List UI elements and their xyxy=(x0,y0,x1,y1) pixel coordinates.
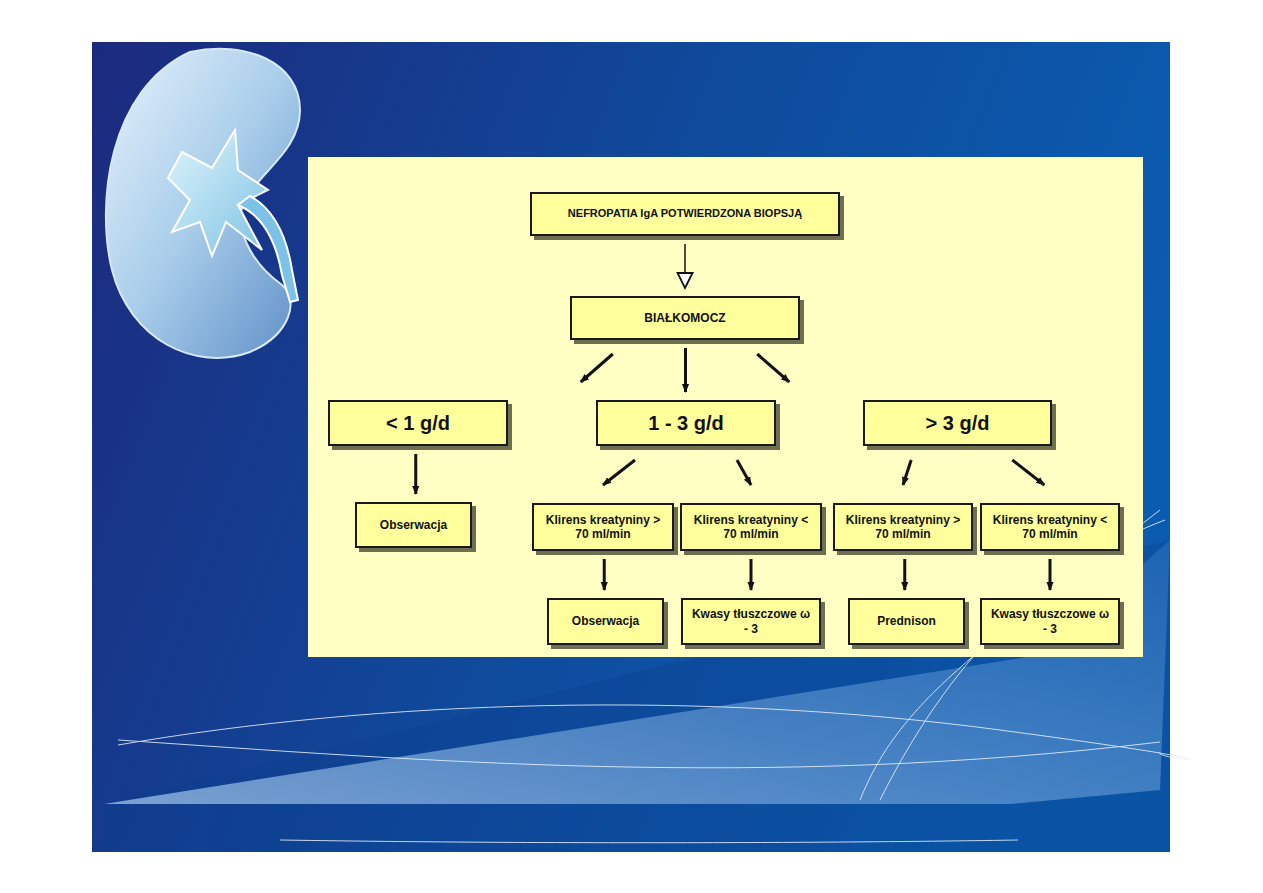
arrow xyxy=(1049,559,1052,590)
box-label: Prednison xyxy=(877,614,936,628)
box-label: Kwasy tłuszczowe ω - 3 xyxy=(689,607,813,636)
arrow xyxy=(903,559,906,590)
outcome-box: Kwasy tłuszczowe ω - 3 xyxy=(980,598,1120,645)
arrow xyxy=(737,460,751,485)
box-label: Klirens kreatyniny < 70 ml/min xyxy=(688,513,814,542)
box-label: Obserwacja xyxy=(380,518,447,532)
range-box: > 3 g/d xyxy=(863,400,1052,446)
box-label: > 3 g/d xyxy=(926,411,990,435)
kidney-illustration xyxy=(106,49,300,358)
condition-box: Klirens kreatyniny > 70 ml/min xyxy=(833,503,973,551)
box-label: Klirens kreatyniny < 70 ml/min xyxy=(988,513,1112,542)
root-box: NEFROPATIA IgA POTWIERDZONA BIOPSJĄ xyxy=(530,192,840,236)
arrow xyxy=(581,354,613,382)
box-label: < 1 g/d xyxy=(386,411,450,435)
box-label: BIAŁKOMOCZ xyxy=(644,311,725,325)
process-box: BIAŁKOMOCZ xyxy=(570,296,800,340)
condition-box: Klirens kreatyniny < 70 ml/min xyxy=(980,503,1120,551)
arrow xyxy=(603,559,606,590)
range-box: 1 - 3 g/d xyxy=(596,400,776,446)
arrow xyxy=(603,460,635,485)
outcome-box: Obserwacja xyxy=(547,598,664,645)
outcome-box: Kwasy tłuszczowe ω - 3 xyxy=(681,598,821,645)
range-box: < 1 g/d xyxy=(328,400,508,446)
arrow xyxy=(757,354,789,382)
arrow xyxy=(414,454,417,494)
box-label: NEFROPATIA IgA POTWIERDZONA BIOPSJĄ xyxy=(568,207,802,220)
condition-box: Klirens kreatyniny < 70 ml/min xyxy=(680,503,822,551)
outcome-box: Obserwacja xyxy=(355,502,472,548)
arrow xyxy=(684,348,687,392)
outcome-box: Prednison xyxy=(848,598,965,645)
slide xyxy=(92,42,1170,852)
hollow-arrow xyxy=(684,244,686,288)
box-label: Klirens kreatyniny > 70 ml/min xyxy=(540,513,666,542)
box-label: Kwasy tłuszczowe ω - 3 xyxy=(988,607,1112,636)
arrow xyxy=(1012,460,1044,485)
condition-box: Klirens kreatyniny > 70 ml/min xyxy=(532,503,674,551)
arrow xyxy=(903,460,911,485)
box-label: Klirens kreatyniny > 70 ml/min xyxy=(841,513,965,542)
arrow xyxy=(750,559,753,590)
box-label: Obserwacja xyxy=(572,614,639,628)
box-label: 1 - 3 g/d xyxy=(648,411,724,435)
